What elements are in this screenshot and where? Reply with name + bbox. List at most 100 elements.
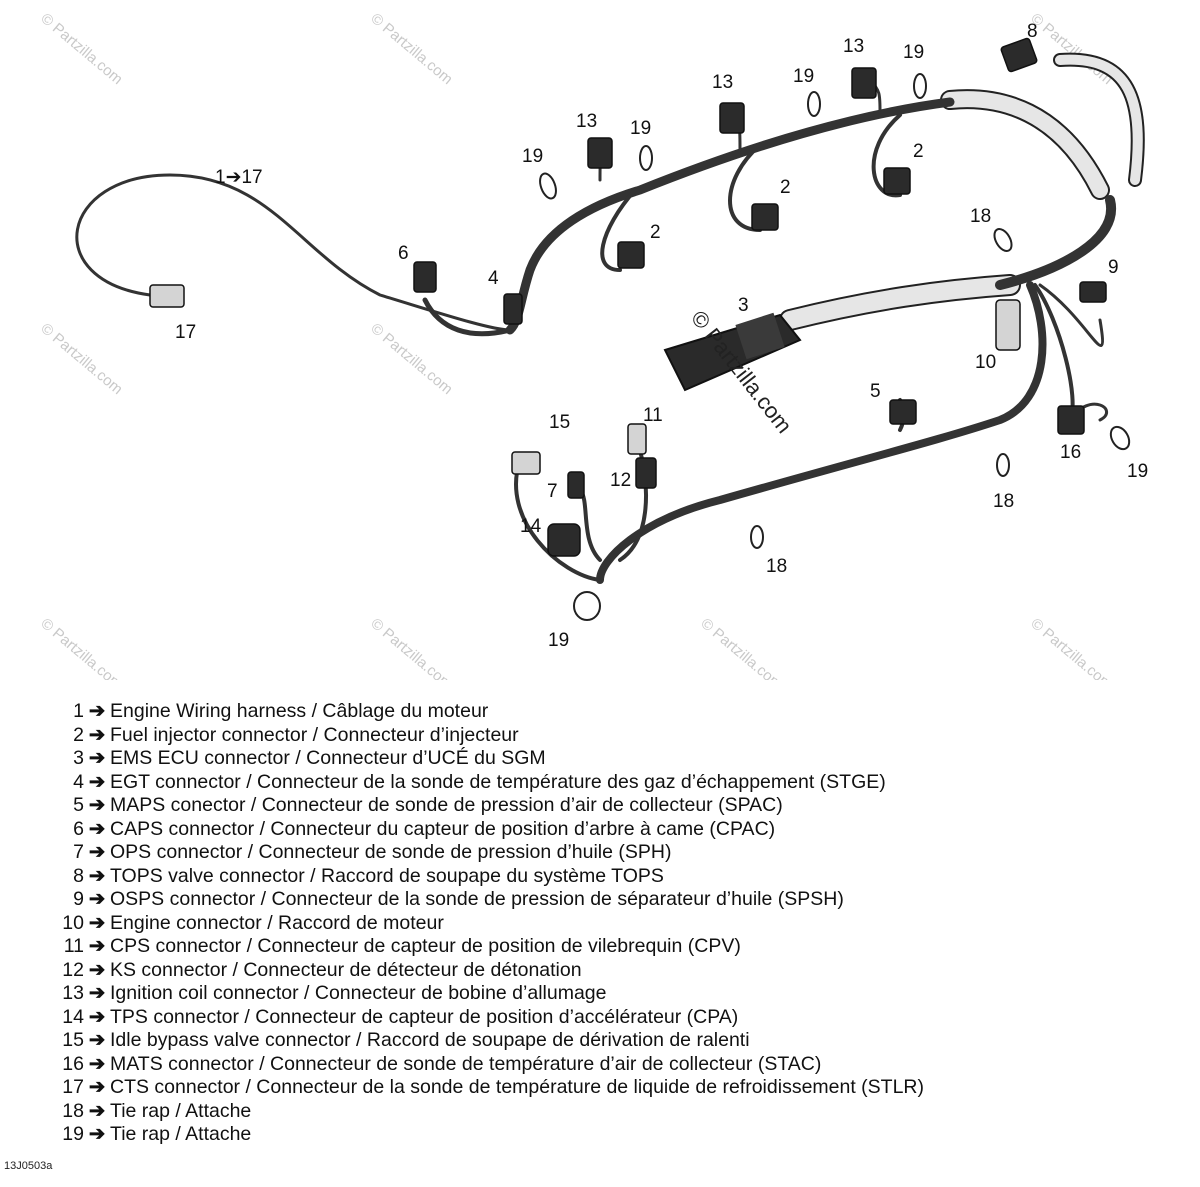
callout-11: 11 (643, 405, 663, 426)
callout-2: 2 (780, 177, 791, 198)
callout-5: 5 (870, 381, 881, 402)
connectors (149, 37, 1107, 557)
tie-rap (807, 91, 821, 117)
legend-item: 1➔Engine Wiring harness / Câblage du mot… (56, 700, 1176, 724)
tie-rap (996, 453, 1010, 477)
arrow-icon: ➔ (88, 864, 106, 887)
callout-13: 13 (712, 72, 733, 93)
ignition-coil-connector (851, 67, 877, 99)
callout-19: 19 (903, 42, 924, 63)
legend-number: 3 (73, 747, 84, 769)
tie-rap (1109, 425, 1131, 451)
tie-rap (639, 145, 653, 171)
legend-text: Tie rap / Attache (110, 1123, 252, 1145)
legend-number: 10 (62, 911, 84, 934)
legend-text: Ignition coil connector / Connecteur de … (110, 982, 607, 1004)
callout-2: 2 (650, 222, 661, 243)
ks-connector (635, 457, 657, 489)
legend-text: OPS connector / Connecteur de sonde de p… (110, 841, 672, 863)
legend-number: 8 (73, 864, 84, 887)
wiring-harness-diagram: © Partzilla.com © Partzilla.com © Partzi… (37, 10, 1148, 680)
arrow-icon: ➔ (88, 911, 106, 934)
callout-14: 14 (520, 516, 542, 537)
arrow-icon: ➔ (88, 935, 106, 957)
legend-number: 11 (63, 935, 84, 957)
idle-bypass-valve-connector (511, 451, 541, 475)
legend-item: 3➔EMS ECU connector / Connecteur d’UCÉ d… (56, 747, 1176, 771)
callout-18: 18 (766, 556, 787, 577)
callout-13: 13 (576, 111, 597, 132)
callout-2: 2 (913, 141, 924, 162)
legend-number: 16 (62, 1052, 84, 1075)
tie-rap (750, 525, 764, 549)
legend-item: 5➔MAPS conector / Connecteur de sonde de… (56, 794, 1176, 818)
figure-code: 13J0503a (4, 1160, 53, 1172)
legend-text: TPS connector / Connecteur de capteur de… (110, 1005, 739, 1028)
tie-rap (993, 228, 1013, 252)
callout-19: 19 (522, 146, 543, 167)
callout-18: 18 (970, 206, 991, 227)
legend-number: 13 (62, 982, 84, 1004)
legend-item: 8➔TOPS valve connector / Raccord de soup… (56, 865, 1176, 889)
mats-connector (1057, 405, 1085, 435)
cps-connector (627, 423, 647, 455)
callout-12: 12 (610, 470, 631, 491)
arrow-icon: ➔ (88, 1005, 106, 1028)
egt-connector (503, 293, 523, 325)
legend-item: 9➔OSPS connector / Connecteur de la sond… (56, 888, 1176, 912)
legend-number: 2 (73, 723, 84, 746)
legend-item: 13➔Ignition coil connector / Connecteur … (56, 982, 1176, 1006)
legend-text: CTS connector / Connecteur de la sonde d… (110, 1076, 925, 1098)
watermark: © Partzilla.com (697, 615, 785, 680)
callout-4: 4 (488, 268, 499, 289)
legend-item: 11➔CPS connector / Connecteur de capteur… (56, 935, 1176, 959)
legend-number: 19 (62, 1123, 84, 1145)
ops-connector (567, 471, 585, 499)
legend-text: MATS connector / Connecteur de sonde de … (110, 1052, 822, 1075)
tps-connector (547, 523, 581, 557)
tops-valve-connector (1000, 37, 1038, 73)
engine-connector (995, 299, 1021, 351)
legend-item: 10➔Engine connector / Raccord de moteur (56, 912, 1176, 936)
legend-number: 4 (73, 770, 84, 793)
legend-item: 18➔Tie rap / Attache (56, 1100, 1176, 1124)
watermark: © Partzilla.com (37, 615, 125, 680)
maps-connector (889, 399, 917, 425)
watermark: © Partzilla.com (367, 10, 455, 88)
legend-number: 1 (73, 700, 84, 722)
callout-6: 6 (398, 243, 409, 264)
arrow-icon: ➔ (88, 723, 106, 746)
ignition-coil-connector (719, 102, 745, 134)
tie-raps (539, 73, 1131, 621)
legend-text: OSPS connector / Connecteur de la sonde … (110, 888, 844, 910)
callout-9: 9 (1108, 257, 1119, 278)
callout-18: 18 (993, 491, 1014, 512)
tie-rap (913, 73, 927, 99)
legend-text: CAPS connector / Connecteur du capteur d… (110, 817, 776, 840)
arrow-icon: ➔ (88, 1052, 106, 1075)
ignition-coil-connector (587, 137, 613, 169)
watermark: © Partzilla.com (1027, 615, 1115, 680)
callout-13: 13 (843, 36, 864, 57)
arrow-icon: ➔ (88, 888, 106, 910)
callout-8: 8 (1027, 21, 1038, 42)
watermark: © Partzilla.com (1027, 10, 1115, 88)
arrow-icon: ➔ (88, 1076, 106, 1098)
legend-text: EMS ECU connector / Connecteur d’UCÉ du … (110, 747, 546, 769)
arrow-icon: ➔ (88, 841, 106, 863)
legend-text: Engine connector / Raccord de moteur (110, 911, 444, 934)
watermark: © Partzilla.com (37, 320, 125, 398)
arrow-icon: ➔ (88, 794, 106, 816)
legend-item: 19➔Tie rap / Attache (56, 1123, 1176, 1147)
parts-legend: 1➔Engine Wiring harness / Câblage du mot… (56, 700, 1176, 1147)
arrow-icon: ➔ (88, 1029, 106, 1051)
callout-17: 17 (175, 322, 196, 343)
legend-number: 9 (73, 888, 84, 910)
legend-number: 5 (73, 794, 84, 816)
legend-item: 16➔MATS connector / Connecteur de sonde … (56, 1053, 1176, 1077)
legend-item: 15➔Idle bypass valve connector / Raccord… (56, 1029, 1176, 1053)
legend-item: 12➔KS connector / Connecteur de détecteu… (56, 959, 1176, 983)
legend-number: 15 (62, 1029, 84, 1051)
legend-item: 4➔EGT connector / Connecteur de la sonde… (56, 771, 1176, 795)
legend-text: Idle bypass valve connector / Raccord de… (110, 1029, 750, 1051)
